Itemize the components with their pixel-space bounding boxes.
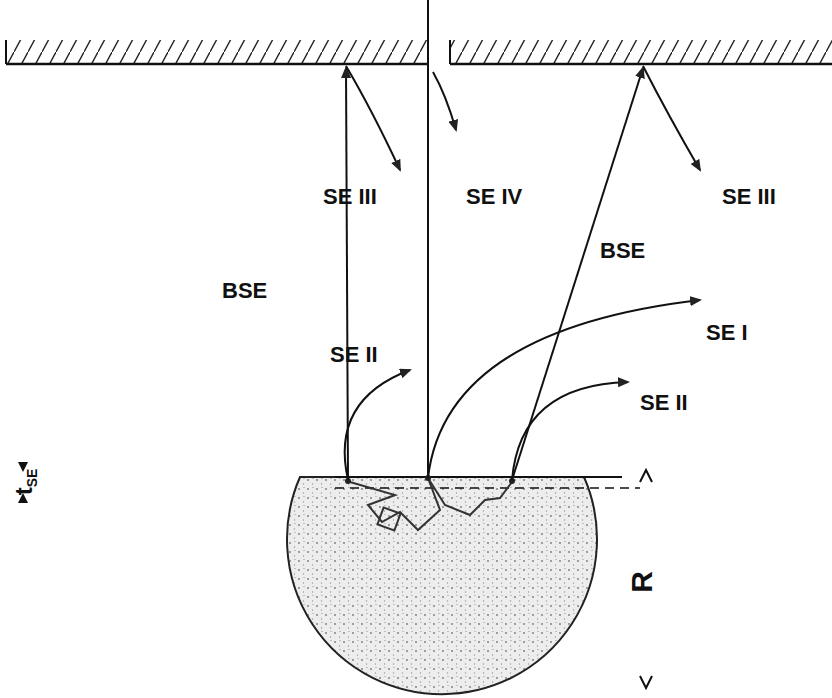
signal-label: BSE [222, 280, 267, 302]
signal-label: SE III [722, 186, 776, 208]
dimension-symbol: t [10, 487, 37, 495]
dimension-subscript: SE [24, 468, 40, 487]
signal-label: SE I [706, 322, 748, 344]
signal-label: SE IV [466, 186, 522, 208]
range-symbol: R [625, 571, 658, 593]
signal-label: BSE [600, 240, 645, 262]
depth-dimension-label: tSE [12, 468, 36, 495]
signal-label: SE II [640, 392, 688, 414]
signal-label: SE II [330, 344, 378, 366]
range-label: R [627, 571, 657, 593]
signal-label: SE III [323, 186, 377, 208]
